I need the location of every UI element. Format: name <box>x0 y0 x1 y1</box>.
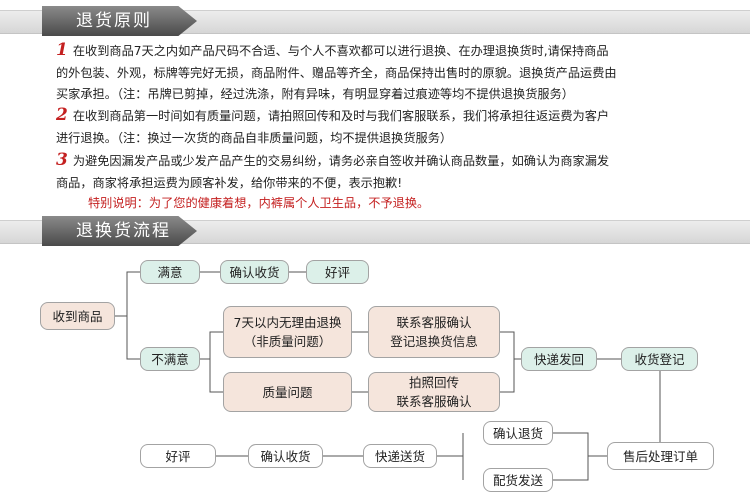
node-seven-day-line2: （非质量问题） <box>243 334 332 349</box>
policy-item-2: 2 在收到商品第一时间如有质量问题，请拍照回传和及时与我们客服联系，我们将承担往返… <box>56 105 609 149</box>
node-quality-issue: 质量问题 <box>223 372 352 412</box>
node-confirm-receipt-bottom: 确认收货 <box>248 444 323 468</box>
policy-item-3: 3 为避免因漏发产品或少发产品产生的交易纠纷，请务必亲自签收并确认商品数量，如确认… <box>56 150 609 194</box>
node-satisfied: 满意 <box>140 260 200 284</box>
special-note: 特别说明：为了您的健康着想，内裤属个人卫生品，不予退换。 <box>88 196 430 210</box>
policy-line: 买家承担。（注：吊牌已剪掉，经过洗涤，附有异味，有明显穿着过痕迹等均不提供退换货… <box>56 87 574 101</box>
node-unsatisfied: 不满意 <box>140 347 200 371</box>
policy-line: 在收到商品7天之内如产品尺码不合适、与个人不喜欢都可以进行退换、在办理退换货时,… <box>72 44 609 58</box>
node-express-send: 快递送货 <box>363 444 437 468</box>
node-reship: 配货发送 <box>483 468 553 492</box>
node-good-review-bottom: 好评 <box>140 444 216 468</box>
node-confirm-refund: 确认退货 <box>483 421 553 445</box>
policy-number-3: 3 <box>56 150 68 170</box>
policy-line: 的外包装、外观，标牌等完好无损，商品附件、赠品等齐全，商品保持出售时的原貌。退换… <box>56 65 617 80</box>
node-express-return: 快递发回 <box>521 347 597 371</box>
policy-line: 在收到商品第一时间如有质量问题，请拍照回传和及时与我们客服联系，我们将承担往返运… <box>72 109 610 123</box>
policy-line: 商品，商家将承担运费为顾客补发，给你带来的不便，表示抱歉! <box>56 175 403 190</box>
policy-line: 为避免因漏发产品或少发产品产生的交易纠纷，请务必亲自签收并确认商品数量，如确认为… <box>72 154 610 168</box>
node-seven-day-line1: 7天以内无理由退换 <box>233 315 342 330</box>
node-receive-goods: 收到商品 <box>40 302 115 330</box>
node-photo-line1: 拍照回传 <box>408 375 459 390</box>
node-contact-cs: 联系客服确认 登记退换货信息 <box>368 306 500 358</box>
node-after-sales: 售后处理订单 <box>607 442 714 470</box>
node-contact-cs-line1: 联系客服确认 <box>396 315 472 330</box>
policy-item-1: 1 在收到商品7天之内如产品尺码不合适、与个人不喜欢都可以进行退换、在办理退换货时… <box>56 40 617 106</box>
node-good-review-top: 好评 <box>306 260 369 284</box>
node-photo-contact: 拍照回传 联系客服确认 <box>368 372 500 412</box>
policy-number-1: 1 <box>56 40 68 60</box>
node-photo-line2: 联系客服确认 <box>396 394 472 409</box>
node-contact-cs-line2: 登记退换货信息 <box>390 334 478 349</box>
node-seven-day-return: 7天以内无理由退换 （非质量问题） <box>223 306 352 358</box>
policy-number-2: 2 <box>56 105 68 125</box>
node-confirm-receipt-top: 确认收货 <box>220 260 289 284</box>
section-title-return-process: 退换货流程 <box>42 216 197 246</box>
policy-line: 进行退换。（注：换过一次货的商品自非质量问题，均不提供退换货服务） <box>56 130 453 145</box>
section-title-return-policy: 退货原则 <box>42 6 197 36</box>
node-receipt-register: 收货登记 <box>621 347 698 371</box>
